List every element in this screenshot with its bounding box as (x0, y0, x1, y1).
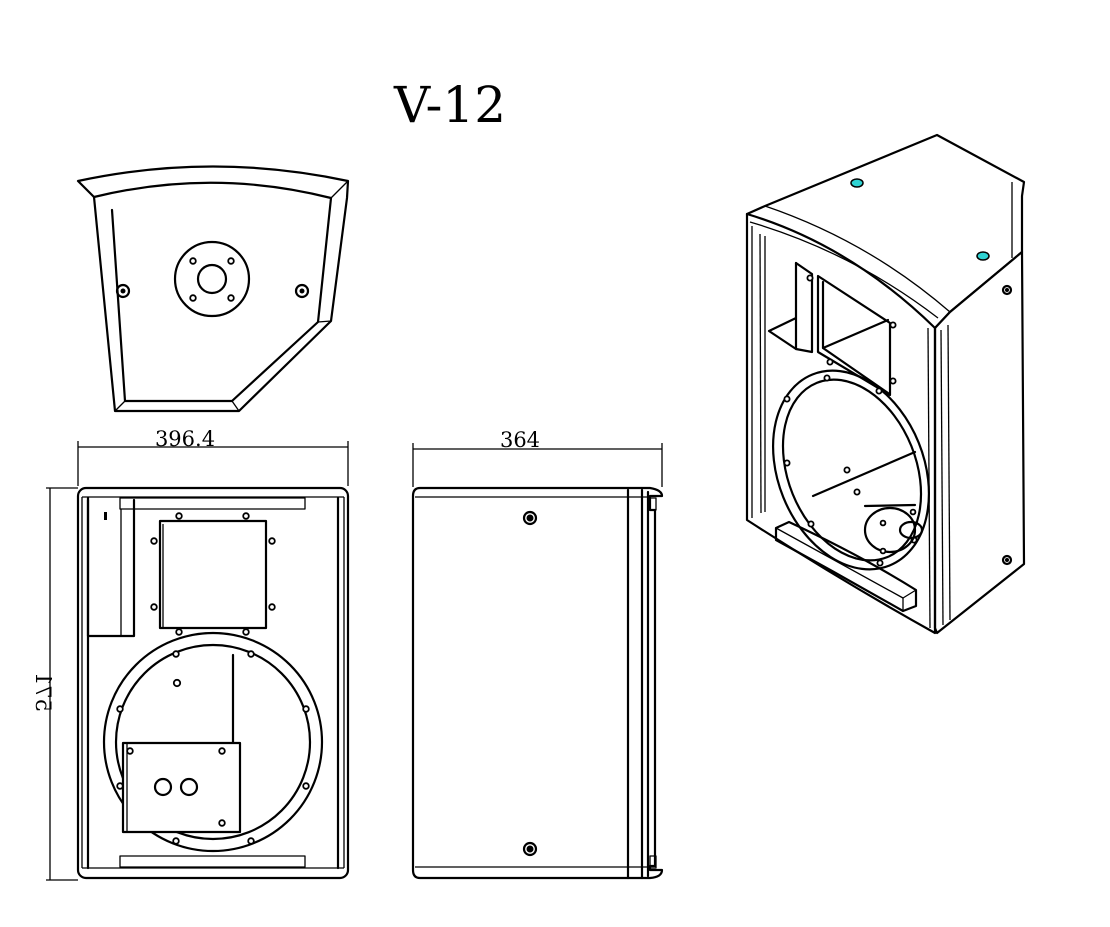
depth-dimension: 364 (413, 428, 662, 487)
rigging-point-right (977, 252, 989, 260)
side-view (413, 488, 662, 878)
front-view-connector-plate (123, 743, 240, 832)
front-view (78, 488, 348, 878)
drawing-title: V-12 (393, 76, 506, 134)
rigging-point-left (851, 179, 863, 187)
front-view-woofer-ring (104, 633, 322, 851)
width-dimension: 396.4 (78, 427, 348, 486)
top-view-rigging-points (117, 285, 308, 297)
top-view (78, 167, 348, 412)
isometric-woofer-ring (745, 347, 958, 593)
side-view-rigging-points (524, 512, 536, 855)
isometric-view (745, 135, 1024, 633)
depth-dimension-label: 364 (500, 428, 540, 452)
top-view-handle-plate (175, 242, 249, 316)
width-dimension-label: 396.4 (155, 427, 215, 451)
front-view-horn-plate (151, 513, 275, 635)
height-dimension-label: 571 (31, 672, 55, 712)
height-dimension: 571 (31, 488, 78, 880)
